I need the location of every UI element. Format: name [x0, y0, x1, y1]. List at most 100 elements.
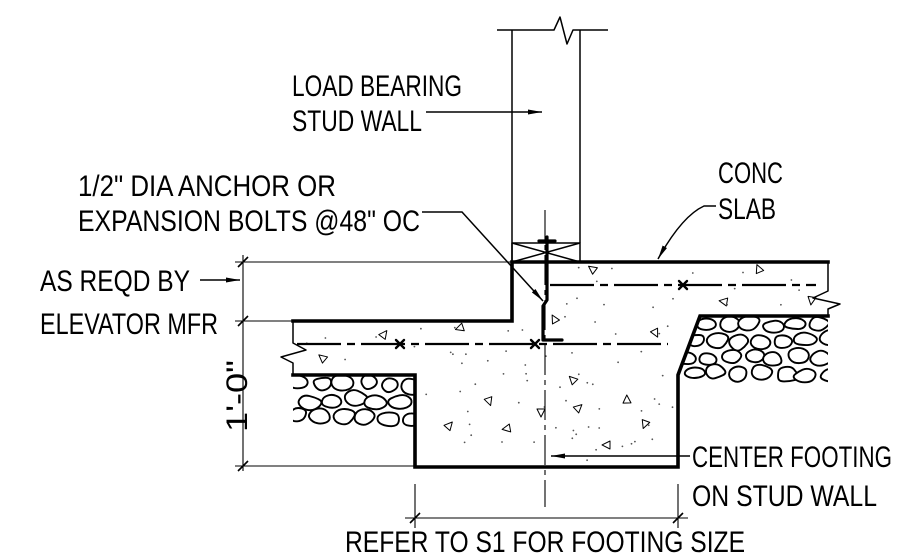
- gravel-stone: [787, 346, 810, 365]
- gravel-stone: [312, 376, 333, 392]
- concrete-stipple-dot: [671, 406, 674, 409]
- gravel-stone: [353, 408, 376, 426]
- concrete-aggregate-mark: [551, 314, 561, 325]
- concrete-stipple-dot: [521, 329, 524, 331]
- concrete-stipple-dot: [524, 364, 527, 366]
- concrete-stipple-dot: [468, 423, 471, 426]
- gravel-stone: [293, 375, 309, 390]
- concrete-aggregate-mark: [501, 423, 512, 433]
- concrete-stipple-dot: [595, 448, 597, 451]
- concrete-aggregate-mark: [641, 419, 651, 429]
- concrete-stipple-dot: [576, 297, 578, 300]
- concrete-stipple-dot: [533, 441, 535, 443]
- concrete-stipple-dot: [780, 303, 782, 306]
- rebar-cross-mark: [677, 279, 689, 291]
- slab-break-symbol-left: [280, 321, 307, 375]
- concrete-stipple-dot: [611, 267, 613, 270]
- gravel-stone: [745, 348, 766, 364]
- concrete-stipple-dot: [466, 410, 469, 413]
- concrete-stipple-dot: [459, 390, 462, 393]
- gravel-stone: [705, 332, 730, 350]
- anchor-bolt-leader-arrow: [422, 211, 544, 302]
- concrete-stipple-dot: [572, 429, 575, 432]
- concrete-aggregate-mark: [649, 327, 659, 338]
- gravel-stone: [400, 377, 415, 396]
- concrete-stipple-dot: [571, 437, 574, 440]
- concrete-aggregate-mark: [443, 421, 453, 432]
- concrete-stipple-dot: [617, 361, 619, 364]
- concrete-aggregate-mark: [755, 264, 765, 275]
- concrete-stipple-dot: [517, 401, 520, 404]
- concrete-stipple-dot: [587, 426, 590, 428]
- concrete-stipple-dot: [526, 379, 529, 382]
- gravel-fill-right: [678, 316, 828, 384]
- concrete-stipple-dot: [661, 374, 664, 377]
- concrete-aggregate-mark: [572, 404, 583, 414]
- concrete-stipple-dot: [449, 351, 452, 354]
- gravel-stone: [293, 407, 308, 423]
- gravel-stone: [360, 375, 378, 391]
- concrete-stipple-dot: [591, 383, 594, 386]
- footing-outline: [291, 314, 830, 469]
- concrete-aggregate-mark: [536, 408, 546, 418]
- concrete-stipple-dot: [634, 440, 636, 443]
- concrete-stipple-dot: [461, 362, 463, 365]
- vertical-dimension: [235, 255, 511, 472]
- gravel-stone: [809, 349, 828, 367]
- concrete-stipple-dot: [470, 434, 473, 437]
- concrete-stipple-dot: [595, 280, 598, 283]
- stud-wall: [497, 16, 608, 262]
- concrete-stipple-dot: [577, 373, 580, 376]
- anchor-bolt: [537, 235, 564, 342]
- concrete-stipple-dot: [571, 352, 573, 354]
- gravel-stone: [330, 375, 355, 392]
- gravel-stone: [818, 329, 828, 347]
- concrete-stipple-dot: [452, 353, 454, 356]
- concrete-stipple-dot: [658, 403, 661, 405]
- concrete-stipple-dot: [344, 358, 346, 361]
- gravel-stone: [363, 394, 388, 411]
- concrete-aggregate-mark: [378, 330, 388, 340]
- gravel-stone: [762, 351, 783, 367]
- concrete-stipple-dot: [425, 393, 428, 396]
- gravel-stone: [737, 316, 761, 332]
- concrete-stipple-dot: [586, 381, 589, 384]
- concrete-stipple-dot: [630, 442, 633, 445]
- footing-width-label: REFER TO S1 FOR FOOTING SIZE: [345, 526, 745, 555]
- wall-break-symbol: [497, 16, 608, 45]
- gravel-stone: [376, 411, 400, 428]
- gravel-stone: [728, 333, 750, 352]
- concrete-stipple-dot: [614, 333, 617, 335]
- concrete-stipple-dot: [733, 287, 736, 290]
- gravel-stone: [381, 377, 399, 394]
- concrete-stipple-dot: [413, 345, 416, 348]
- concrete-stipple-dot: [594, 321, 596, 323]
- concrete-aggregate-mark: [483, 396, 493, 407]
- gravel-stone: [762, 319, 785, 334]
- concrete-stipple-dot: [598, 427, 601, 429]
- gravel-stone: [683, 366, 707, 379]
- concrete-stipple-dot: [420, 327, 422, 330]
- gravel-stone: [721, 348, 743, 365]
- concrete-stipple-dot: [463, 441, 466, 444]
- concrete-stipple-dot: [375, 336, 377, 338]
- concrete-stipple-dot: [324, 337, 327, 339]
- gravel-stone: [387, 394, 413, 410]
- concrete-stipple-dot: [666, 325, 669, 328]
- slab-label-line2: SLAB: [718, 193, 776, 226]
- gravel-stone: [307, 407, 331, 425]
- gravel-stone: [808, 316, 828, 332]
- concrete-stipple-dot: [525, 372, 527, 375]
- concrete-stipple-dot: [640, 350, 643, 353]
- gravel-stone: [343, 389, 369, 407]
- concrete-stipple-dot: [586, 459, 588, 462]
- gravel-stone: [783, 317, 807, 330]
- elevator-label-line1: AS REQD BY: [40, 265, 190, 298]
- concrete-stipple-dot: [565, 303, 568, 305]
- concrete-aggregate-mark: [318, 354, 329, 364]
- concrete-stipple-dot: [465, 353, 467, 356]
- concrete-stipple-dot: [640, 410, 643, 412]
- concrete-stipple-dot: [603, 303, 605, 306]
- concrete-stipple: [305, 264, 817, 462]
- concrete-stipple-dot: [565, 399, 567, 402]
